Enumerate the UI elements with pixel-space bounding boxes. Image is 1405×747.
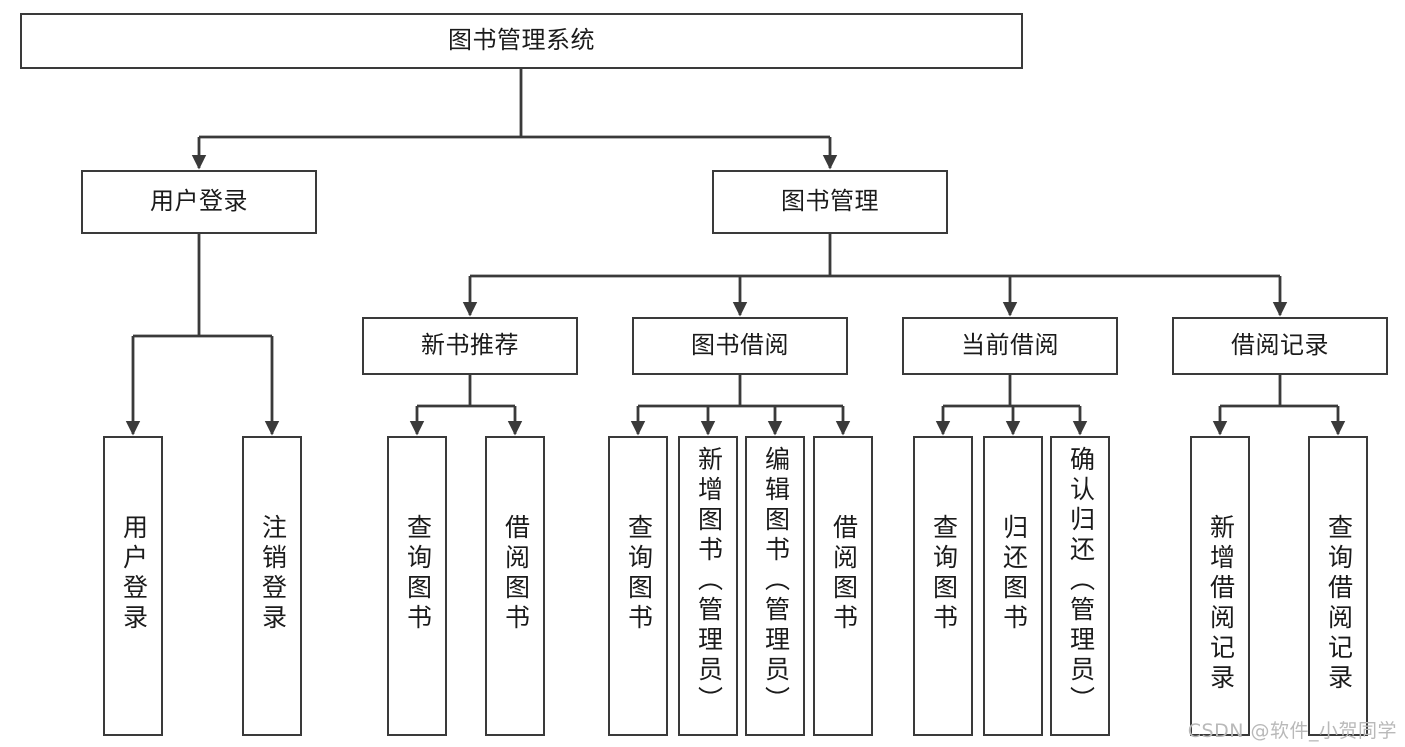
node-leaf-confirm-return[interactable]: 确认归还（管理员） — [1050, 436, 1110, 736]
node-book-manage-label: 图书管理 — [781, 187, 879, 215]
node-leaf-borrow-book-1-label: 借阅图书 — [501, 514, 530, 634]
node-leaf-add-record-label: 新增借阅记录 — [1206, 514, 1235, 694]
node-leaf-return-book[interactable]: 归还图书 — [983, 436, 1043, 736]
node-leaf-query-book-1-label: 查询图书 — [403, 514, 432, 634]
node-leaf-query-record[interactable]: 查询借阅记录 — [1308, 436, 1368, 736]
node-leaf-user-login-label: 用户登录 — [119, 514, 148, 634]
node-borrow-records-label: 借阅记录 — [1231, 331, 1329, 359]
node-leaf-logout[interactable]: 注销登录 — [242, 436, 302, 736]
node-leaf-query-book-3-label: 查询图书 — [929, 514, 958, 634]
node-leaf-edit-book-admin-label: 编辑图书（管理员） — [761, 446, 790, 716]
node-leaf-edit-book-admin[interactable]: 编辑图书（管理员） — [745, 436, 805, 736]
node-leaf-logout-label: 注销登录 — [258, 514, 287, 634]
node-book-borrow-label: 图书借阅 — [691, 331, 789, 359]
node-root[interactable]: 图书管理系统 — [20, 13, 1023, 69]
node-new-book-rec[interactable]: 新书推荐 — [362, 317, 578, 375]
node-current-borrow[interactable]: 当前借阅 — [902, 317, 1118, 375]
node-leaf-query-book-2-label: 查询图书 — [624, 514, 653, 634]
node-leaf-borrow-book-2[interactable]: 借阅图书 — [813, 436, 873, 736]
csdn-watermark: CSDN @软件_小贺同学 — [1187, 720, 1397, 742]
node-borrow-records[interactable]: 借阅记录 — [1172, 317, 1388, 375]
node-book-manage[interactable]: 图书管理 — [712, 170, 948, 234]
node-leaf-borrow-book-2-label: 借阅图书 — [829, 514, 858, 634]
node-leaf-query-book-1[interactable]: 查询图书 — [387, 436, 447, 736]
node-current-borrow-label: 当前借阅 — [961, 331, 1059, 359]
node-leaf-confirm-return-label: 确认归还（管理员） — [1066, 446, 1095, 716]
node-leaf-add-book-admin[interactable]: 新增图书（管理员） — [678, 436, 738, 736]
node-leaf-add-book-admin-label: 新增图书（管理员） — [694, 446, 723, 716]
node-leaf-query-record-label: 查询借阅记录 — [1324, 514, 1353, 694]
node-user-login[interactable]: 用户登录 — [81, 170, 317, 234]
node-book-borrow[interactable]: 图书借阅 — [632, 317, 848, 375]
node-leaf-query-book-3[interactable]: 查询图书 — [913, 436, 973, 736]
node-leaf-user-login[interactable]: 用户登录 — [103, 436, 163, 736]
node-root-label: 图书管理系统 — [448, 26, 595, 54]
node-user-login-label: 用户登录 — [150, 187, 248, 215]
node-leaf-add-record[interactable]: 新增借阅记录 — [1190, 436, 1250, 736]
node-new-book-rec-label: 新书推荐 — [421, 331, 519, 359]
node-leaf-query-book-2[interactable]: 查询图书 — [608, 436, 668, 736]
node-leaf-borrow-book-1[interactable]: 借阅图书 — [485, 436, 545, 736]
node-leaf-return-book-label: 归还图书 — [999, 514, 1028, 634]
